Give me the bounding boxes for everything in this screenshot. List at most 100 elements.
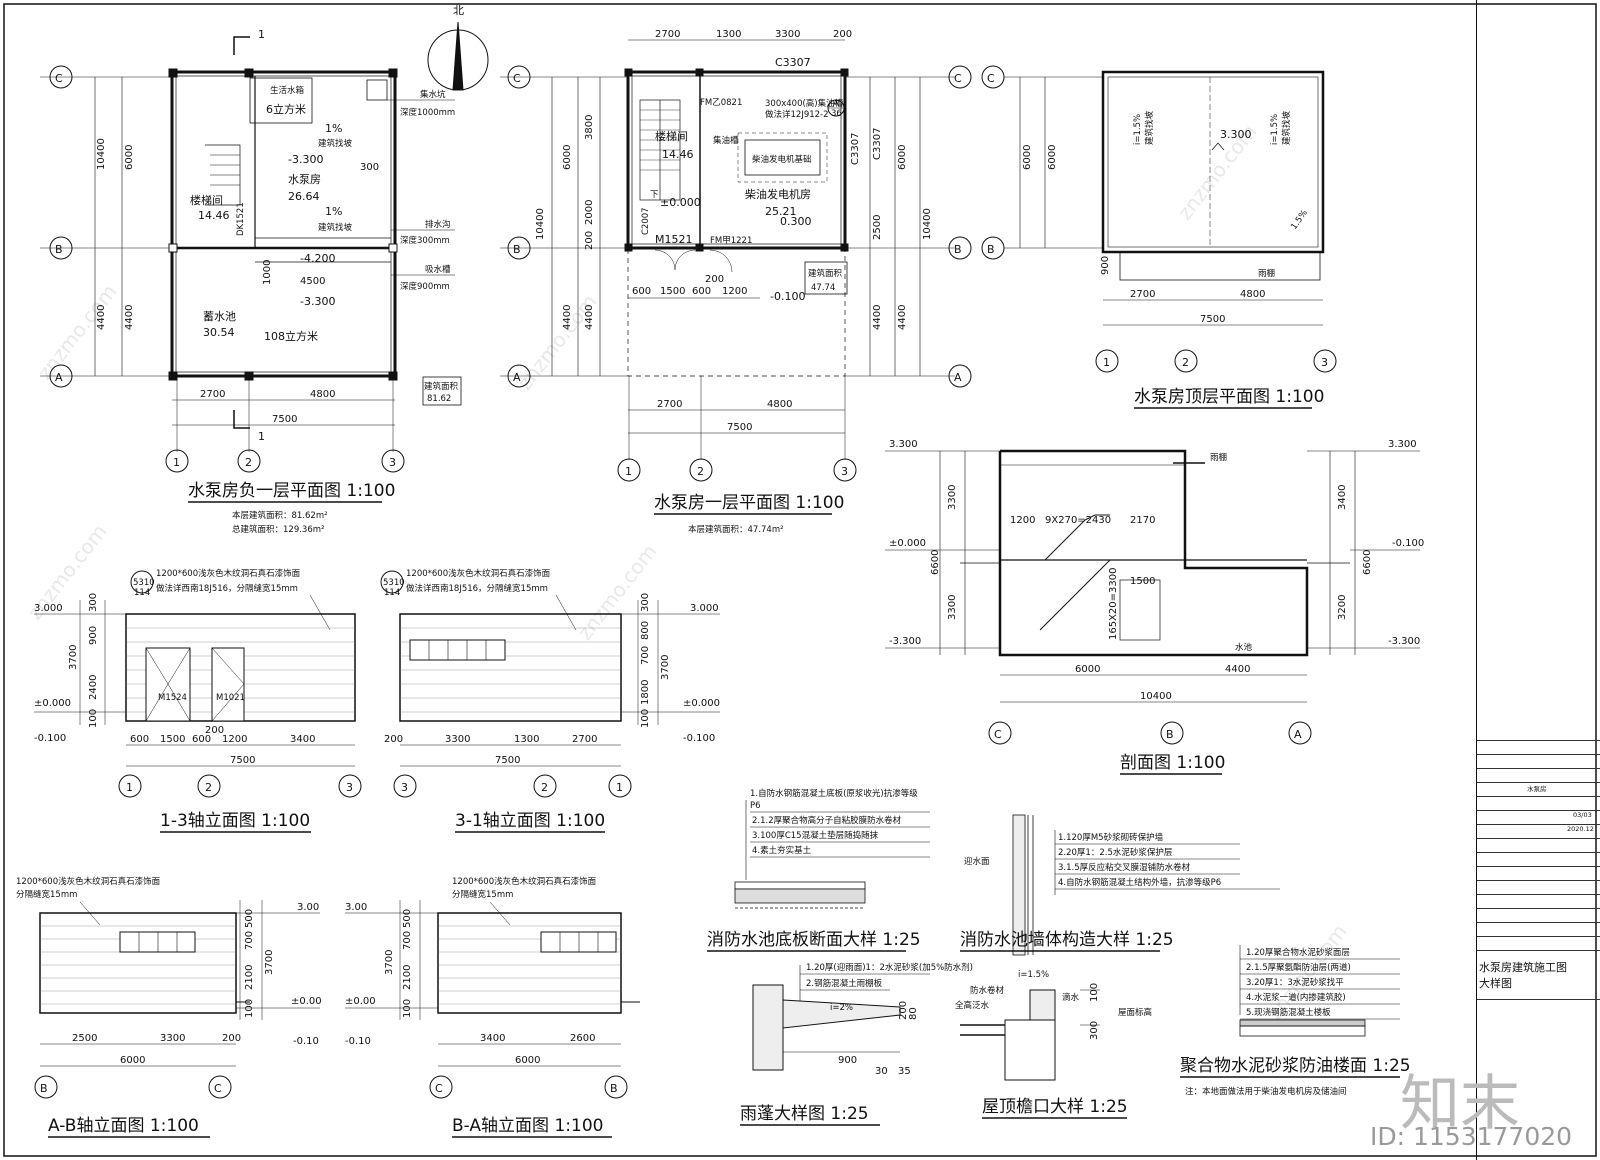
g-area-box-value: 47.74	[811, 283, 835, 293]
title-detail-canopy: 雨蓬大样图 1:25	[740, 1104, 869, 1124]
ev-mat: 防水卷材	[970, 985, 1005, 996]
e31-dim-2: 1300	[514, 734, 539, 745]
sec-d6600b: 6600	[1362, 550, 1373, 575]
eab-d6000: 6000	[120, 1055, 145, 1066]
ev-d300: 300	[1089, 1021, 1100, 1040]
sec-top-l: 3.300	[889, 439, 918, 450]
ev-drip: 滴水	[1062, 992, 1080, 1003]
eab-dim-2: 200	[222, 1033, 241, 1044]
e13-axis-2: 2	[205, 781, 212, 794]
r-dim-7500: 7500	[1200, 314, 1225, 325]
dim-1000: 1000	[262, 260, 273, 285]
e31-d100: 100	[640, 709, 651, 728]
eba-dim-0: 3400	[480, 1033, 505, 1044]
g-detail-ref2: 36	[831, 109, 842, 119]
g-dim-4400b: 4400	[584, 305, 595, 330]
elevation-b-a: 1200*600浅灰色木纹洞石真石漆饰面 分隔缝宽15mm 3.00 ±0.00…	[345, 876, 640, 1138]
sec-d3200: 3200	[1337, 595, 1348, 620]
sec-top-r: 3.300	[1388, 439, 1417, 450]
title-detail-floor: 聚合物水泥砂浆防油楼面 1:25	[1180, 1056, 1411, 1076]
pf-1: 1.自防水钢筋混凝土底板(原浆收光)抗渗等级	[750, 788, 918, 799]
elevation-1-3: 5310 114 1200*600浅灰色木纹洞石真石漆饰面 做法详西南18J51…	[34, 568, 362, 833]
tb-drawing-name-cell: 水泵房建筑施工图 大样图	[1477, 950, 1600, 1000]
title-detail-pool-floor: 消防水池底板断面大样 1:25	[707, 930, 921, 950]
eab-d100: 100	[244, 999, 255, 1018]
g-dim-3800: 3800	[584, 115, 595, 140]
pool-volume: 108立方米	[264, 329, 318, 343]
pump-label: 水泵房	[288, 173, 321, 186]
roof-corner-slope: 1.5%	[1289, 208, 1310, 231]
g-stair-area: 14.46	[662, 148, 694, 161]
eab-d500: 500	[244, 909, 255, 928]
g-floor-level: ±0.000	[660, 196, 701, 209]
title-roof-plan: 水泵房顶层平面图 1:100	[1134, 387, 1324, 407]
e13-axis-3: 3	[346, 781, 353, 794]
eab-dim-0: 2500	[72, 1033, 97, 1044]
basement-area-note-1: 本层建筑面积：81.62m²	[232, 510, 328, 521]
g-door-dim-2: 600	[692, 286, 711, 297]
g-r-axis-a: A	[954, 371, 962, 384]
tb-date: 2020.12	[1477, 824, 1600, 838]
sec-d3400: 3400	[1337, 485, 1348, 510]
e31-d3700: 3700	[660, 655, 671, 680]
r-axis-b: B	[987, 243, 995, 256]
g-dim-10400: 10400	[535, 208, 546, 240]
g-r-axis-c: C	[954, 72, 962, 85]
tb-row	[1477, 894, 1600, 908]
image-id: ID: 1153177020	[1370, 1122, 1573, 1151]
eab-axis-c: C	[214, 1082, 222, 1095]
sec-axis-a: A	[1294, 728, 1302, 741]
e13-lv-3: 3.000	[34, 603, 63, 614]
title-detail-pool-wall: 消防水池墙体构造大样 1:25	[960, 930, 1174, 950]
axis-b-bubble	[49, 236, 73, 260]
g-axis-3: 3	[841, 465, 848, 478]
e31-note1: 1200*600浅灰色木纹洞石真石漆饰面	[406, 568, 551, 579]
ground-area-note: 本层建筑面积：47.74m²	[688, 524, 784, 535]
g-out-level: -0.100	[770, 290, 805, 303]
sec-d6600a: 6600	[930, 550, 941, 575]
e13-lv-0: ±0.000	[34, 698, 71, 709]
eba-d100: 100	[402, 999, 413, 1018]
e31-axis-2: 2	[541, 781, 548, 794]
cn-slope: i=2%	[830, 1003, 853, 1013]
dim-7500: 7500	[272, 414, 297, 425]
axis-b-label: B	[55, 243, 63, 256]
g-up-label: 下	[650, 190, 659, 200]
title-ground-plan: 水泵房一层平面图 1:100	[654, 493, 844, 513]
e31-axis-3: 3	[401, 781, 408, 794]
title-section: 剖面图 1:100	[1120, 753, 1225, 773]
g-gen-label: 柴油发电机房	[745, 187, 811, 201]
g-door-dim-0: 600	[632, 286, 651, 297]
e31-d300: 300	[640, 593, 651, 612]
sec-d3300a: 3300	[947, 485, 958, 510]
cn-d200: 200	[898, 1001, 909, 1020]
title-elev-3-1: 3-1轴立面图 1:100	[455, 811, 605, 831]
e31-d800: 800	[640, 621, 651, 640]
g-door-dim-1: 1500	[660, 286, 685, 297]
fl-2: 2.1.5厚聚氨酯防油层(两道)	[1246, 962, 1351, 973]
g-dim-7500: 7500	[727, 422, 752, 433]
g-r-dim-10400: 10400	[922, 208, 933, 240]
dim-4500: 4500	[300, 276, 325, 287]
north-arrow-icon	[452, 21, 464, 91]
g-axis-1: 1	[625, 465, 632, 478]
g-axis-c: C	[513, 72, 521, 85]
g-axis-a: A	[513, 371, 521, 384]
g-dim-2000: 2000	[584, 200, 595, 225]
e13-dim-2: 600	[192, 734, 211, 745]
title-detail-eave: 屋顶檐口大样 1:25	[982, 1097, 1128, 1117]
eba-d3700: 3700	[384, 950, 395, 975]
cn-d900: 900	[838, 1055, 857, 1066]
r-axis-1: 1	[1103, 356, 1110, 369]
detail-pool-wall: 迎水面 1.120厚M5砂浆砌砖保护墙 2.20厚1：2.5水泥砂浆保护层 3.…	[960, 814, 1280, 956]
g-area-box-label: 建筑面积	[808, 268, 843, 279]
sec-axis-b: B	[1166, 728, 1174, 741]
r-axis-c: C	[987, 72, 995, 85]
eba-axis-b: B	[610, 1082, 618, 1095]
sec-zero: ±0.000	[889, 538, 926, 549]
eab-d700: 700	[244, 931, 255, 950]
roof-slope-b: i=1.5%	[1270, 114, 1280, 145]
ev-label: 屋面标高	[1118, 1007, 1152, 1018]
g-gen-area: 25.21	[765, 205, 797, 218]
pw-4: 4.自防水钢筋混凝土结构外墙，抗渗等级P6	[1058, 877, 1221, 888]
